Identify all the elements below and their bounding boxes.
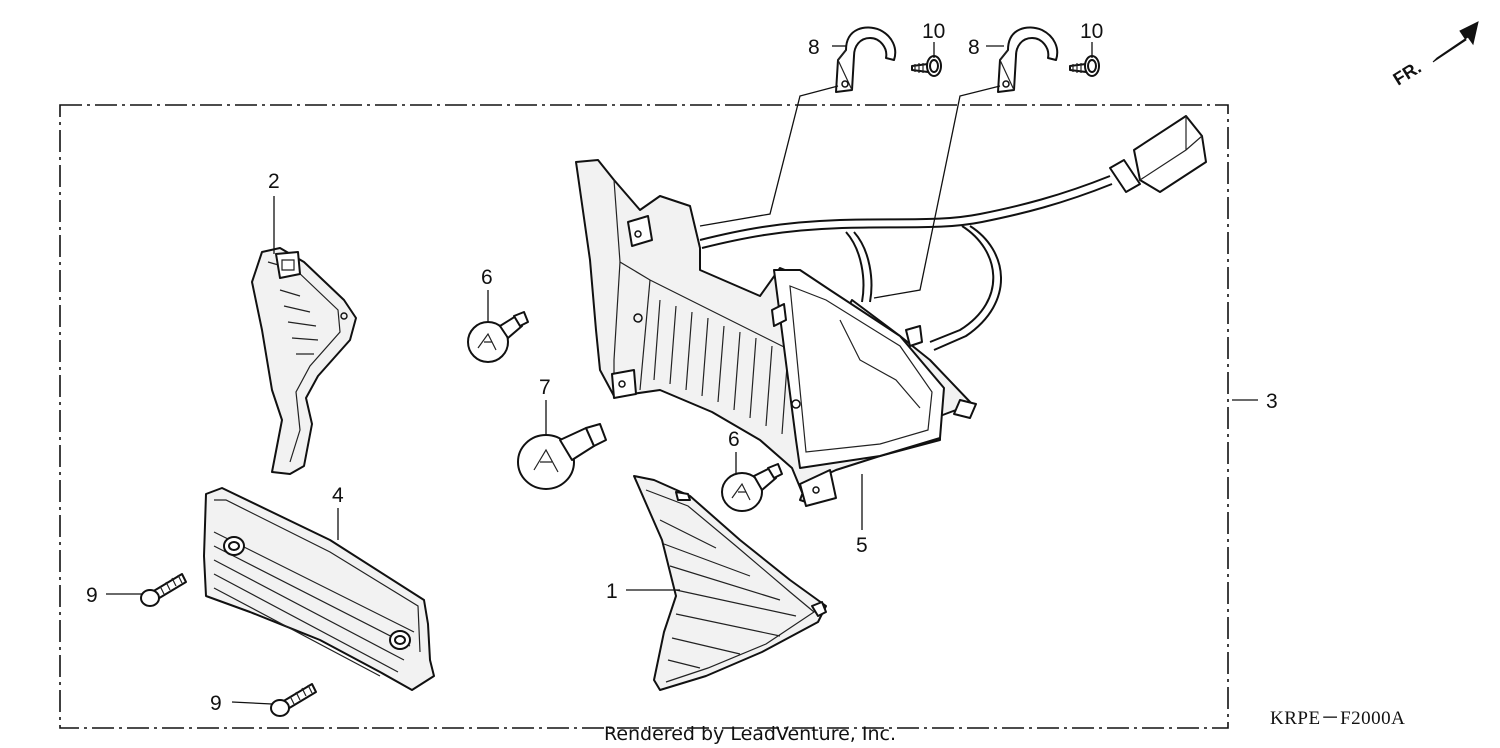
callout-8-left: 8: [808, 36, 820, 59]
callout-10-right: 10: [1080, 20, 1103, 43]
callout-6-lower: 6: [728, 428, 740, 451]
part-6-bulb-lower: [721, 463, 783, 512]
callout-9-upper: 9: [86, 584, 98, 607]
part-9-screw-upper: [140, 573, 187, 607]
front-arrow-icon: [1432, 21, 1479, 63]
leader-lines: [106, 42, 1258, 705]
part-4-lower-lens: [203, 487, 435, 691]
callout-7: 7: [539, 376, 551, 399]
front-direction-indicator: FR.: [1390, 21, 1479, 89]
callout-9-lower: 9: [210, 692, 222, 715]
diagram-code: KRPE－F2000A: [1270, 708, 1405, 729]
part-10-screw-left: [911, 55, 942, 77]
assembly-boundary: [59, 104, 1229, 729]
callout-6-upper: 6: [481, 266, 493, 289]
part-5-housing-assembly: [575, 115, 1207, 507]
callout-8-right: 8: [968, 36, 980, 59]
front-direction-label: FR.: [1390, 57, 1425, 89]
part-6-bulb-upper: [467, 311, 529, 363]
part-8-clamp-left: [835, 26, 897, 93]
part-2-side-lens: [251, 247, 357, 475]
callout-5: 5: [856, 534, 868, 557]
part-10-screw-right: [1069, 55, 1100, 77]
part-7-bulb: [517, 423, 607, 490]
callout-1: 1: [606, 580, 618, 603]
callout-4: 4: [332, 484, 344, 507]
part-9-screw-lower: [270, 683, 317, 717]
part-1-front-lens: [633, 475, 827, 691]
callout-10-left: 10: [922, 20, 945, 43]
callout-3: 3: [1266, 390, 1278, 413]
part-8-clamp-right: [997, 26, 1059, 93]
credit-watermark: Rendered by LeadVenture, Inc.: [604, 723, 896, 745]
callout-2: 2: [268, 170, 280, 193]
